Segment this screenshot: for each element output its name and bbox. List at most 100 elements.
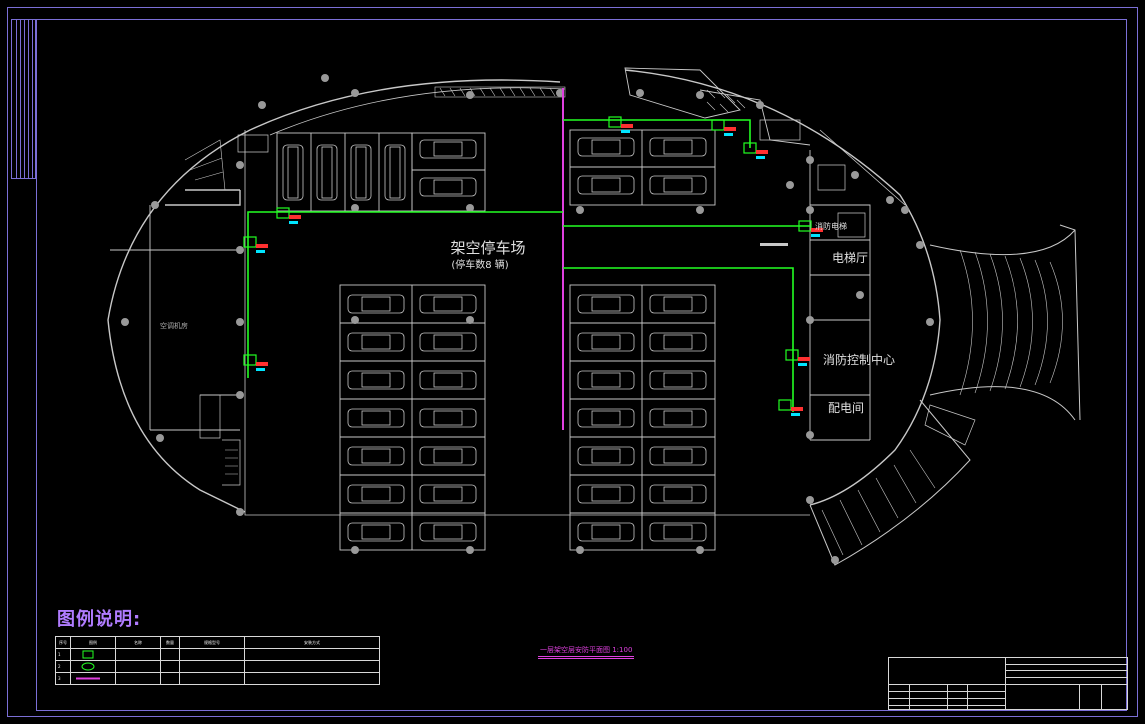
legend-no: 1 [55,648,71,661]
structural-column [831,556,839,564]
car-window [663,334,693,350]
power-room-label: 配电间 [828,401,864,415]
legend-table: 序号 图例 名称 数量 规格型号 安装方式 1 2 3 [55,636,380,685]
structural-column [806,316,814,324]
legend-row: 1 [55,648,380,661]
structural-column [466,316,474,324]
car-window [361,296,391,312]
car-window [433,524,463,540]
car-window [591,296,621,312]
cable-tray-icon [70,672,116,685]
legend-model [179,648,245,661]
legend-title: 图例说明: [57,609,142,630]
legend-header: 图例 [70,636,116,649]
parked-car [419,446,477,466]
structural-column [696,546,704,554]
camera-icon [778,399,803,416]
parked-car [577,408,635,428]
camera-icon [711,119,736,136]
camera-icon [785,349,810,366]
legend-header: 规格型号 [179,636,245,649]
parked-car [350,144,372,201]
parked-car [577,332,635,352]
parked-car [347,522,405,542]
car-window [433,141,463,157]
car-window [663,524,693,540]
parked-car [419,294,477,314]
parked-car [649,294,707,314]
parked-car [316,144,338,201]
parked-car [384,144,406,201]
structural-column [806,156,814,164]
elevator-hall-label: 电梯厅 [832,251,868,265]
car-window [361,524,391,540]
car-window [361,334,391,350]
parked-car [419,177,477,197]
legend-row: 3 [55,672,380,685]
car-window [361,486,391,502]
car-window [433,486,463,502]
legend-qty [160,672,180,685]
parked-car [577,484,635,504]
legend-model [179,672,245,685]
structural-column [466,91,474,99]
car-window [591,334,621,350]
car-window [663,372,693,388]
legend-install [244,660,380,673]
parked-car [649,332,707,352]
car-window [663,296,693,312]
car-window [433,334,463,350]
legend-header: 安装方式 [244,636,380,649]
car-window [361,372,391,388]
legend-name [115,660,161,673]
structural-column [236,318,244,326]
structural-column [351,316,359,324]
car-window [591,524,621,540]
structural-column [236,508,244,516]
car-window [361,448,391,464]
car-window [663,486,693,502]
parked-car [347,408,405,428]
structural-column [236,161,244,169]
structural-column [236,246,244,254]
parked-car [649,370,707,390]
title-block [888,657,1128,710]
structural-column [321,74,329,82]
structural-column [351,89,359,97]
car-window [591,372,621,388]
structural-column [636,89,644,97]
legend-model [179,660,245,673]
parked-car [649,522,707,542]
parked-car [649,408,707,428]
legend-header: 名称 [115,636,161,649]
camera-icon [798,220,823,237]
outer-wall-right [624,69,941,506]
structural-column [258,101,266,109]
car-window [433,448,463,464]
car-window [321,146,333,199]
parked-car [649,446,707,466]
parked-car [577,137,635,157]
parked-car [419,332,477,352]
fire-control-label: 消防控制中心 [823,352,895,367]
outer-wall-left [107,79,561,513]
structural-column [351,546,359,554]
car-window [591,410,621,426]
parked-car [419,139,477,159]
car-window [433,296,463,312]
legend-header-row: 序号 图例 名称 数量 规格型号 安装方式 [55,636,380,649]
car-window [591,177,621,193]
parked-car [577,522,635,542]
parked-car [347,294,405,314]
car-window [355,146,367,199]
structural-column [851,171,859,179]
camera-icon [243,354,268,371]
structural-column [786,181,794,189]
parked-car [419,370,477,390]
camera-icon [608,116,633,133]
camera-icon [743,142,768,159]
parked-car [577,446,635,466]
parking-label: 架空停车场 [450,239,525,257]
parked-car [649,175,707,195]
parked-car [649,137,707,157]
